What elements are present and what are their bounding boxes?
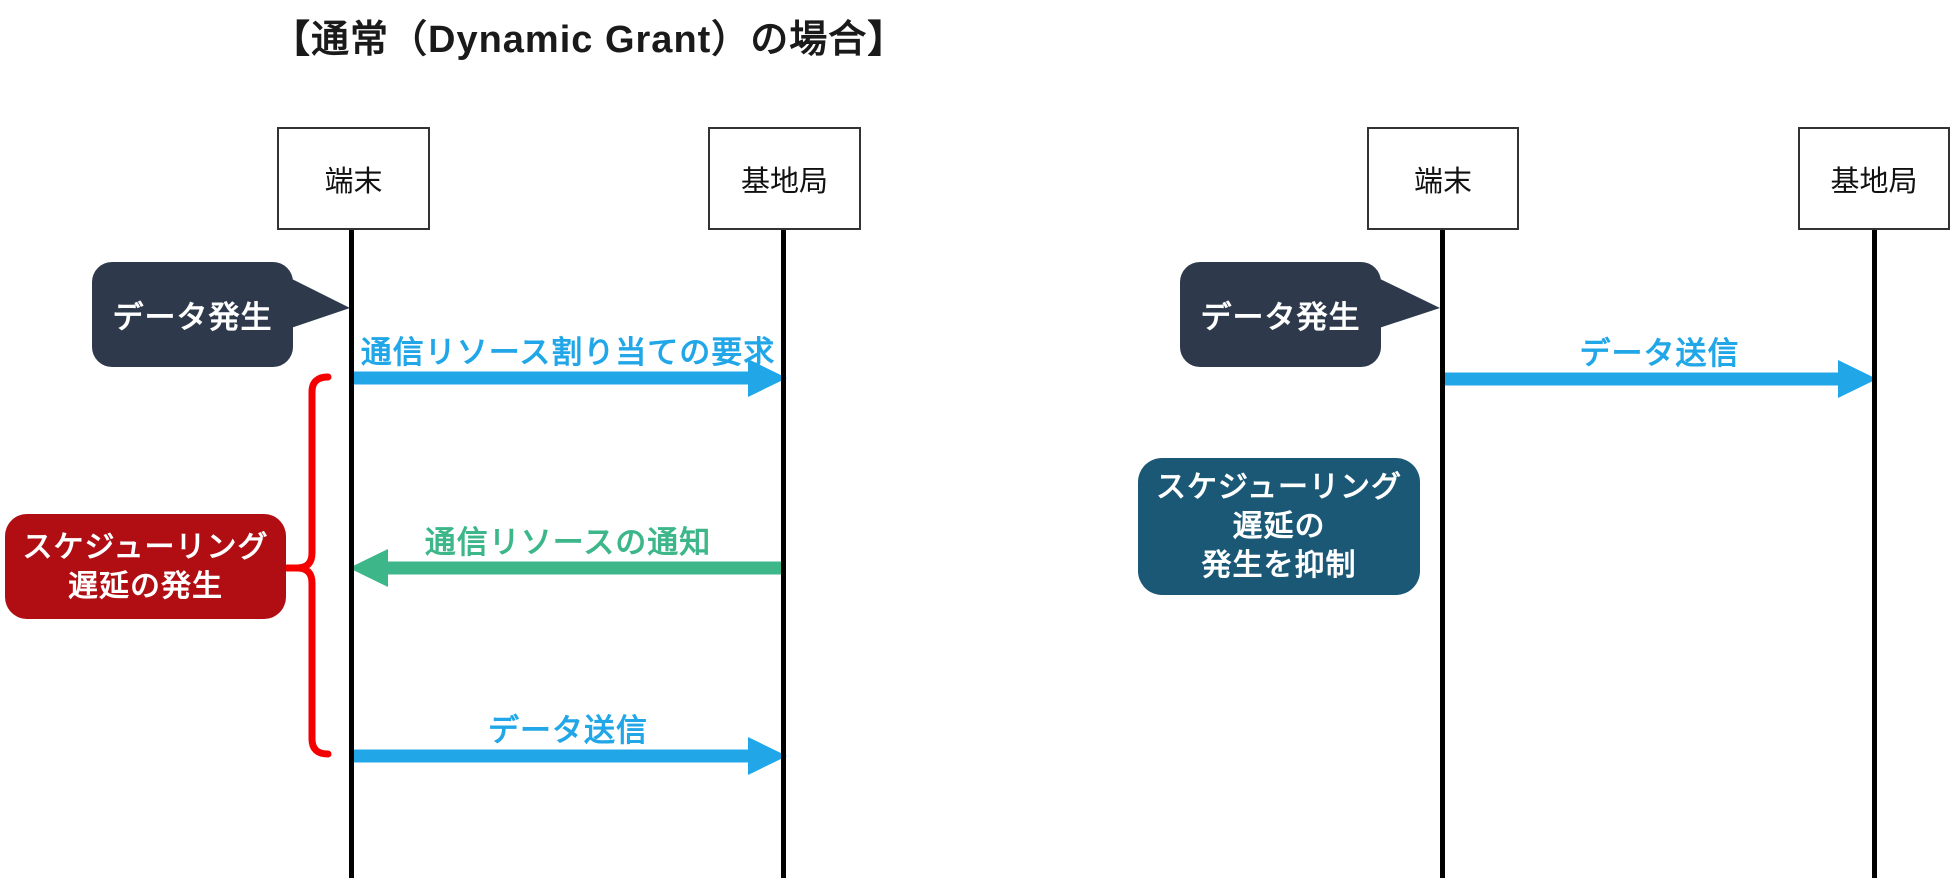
delay-suppressed-line1: スケジューリング (1156, 471, 1402, 504)
right-data-occurs-callout: データ発生 (1180, 262, 1381, 367)
delay-suppressed-line2: 遅延の (1232, 510, 1326, 543)
scheduling-delay-box: スケジューリング 遅延の発生 (5, 514, 286, 619)
right-terminal-lifeline (1440, 230, 1445, 878)
message-data-send-right-label: データ送信 (1579, 336, 1740, 371)
message-resource-notify-label: 通信リソースの通知 (424, 525, 712, 560)
scheduling-delay-line2: 遅延の発生 (68, 569, 223, 603)
right-data-occurs-label: データ発生 (1200, 300, 1361, 335)
left-terminal-label: 端末 (324, 165, 383, 198)
callout-tail-left (288, 277, 350, 329)
left-base-station-label: 基地局 (740, 165, 828, 198)
right-terminal-label: 端末 (1413, 165, 1472, 198)
message-data-send-left-label: データ送信 (488, 713, 648, 748)
left-data-occurs-label: データ発生 (112, 300, 273, 335)
right-base-station-box: 基地局 (1798, 127, 1950, 230)
message-resource-request-label: 通信リソース割り当ての要求 (360, 335, 776, 370)
right-base-station-lifeline (1872, 230, 1877, 878)
diagram-title: 【通常（Dynamic Grant）の場合】 (272, 19, 907, 61)
delay-brace (283, 373, 332, 758)
delay-suppressed-line3: 発生を抑制 (1201, 549, 1357, 582)
callout-tail-right (1376, 277, 1440, 329)
left-terminal-box: 端末 (277, 127, 430, 230)
right-base-station-label: 基地局 (1830, 165, 1918, 198)
left-base-station-box: 基地局 (708, 127, 861, 230)
left-data-occurs-callout: データ発生 (92, 262, 293, 367)
left-terminal-lifeline (349, 230, 354, 878)
left-base-station-lifeline (781, 230, 786, 878)
right-terminal-box: 端末 (1367, 127, 1519, 230)
delay-suppressed-box: スケジューリング 遅延の 発生を抑制 (1138, 458, 1420, 595)
scheduling-delay-line1: スケジューリング (22, 530, 269, 564)
